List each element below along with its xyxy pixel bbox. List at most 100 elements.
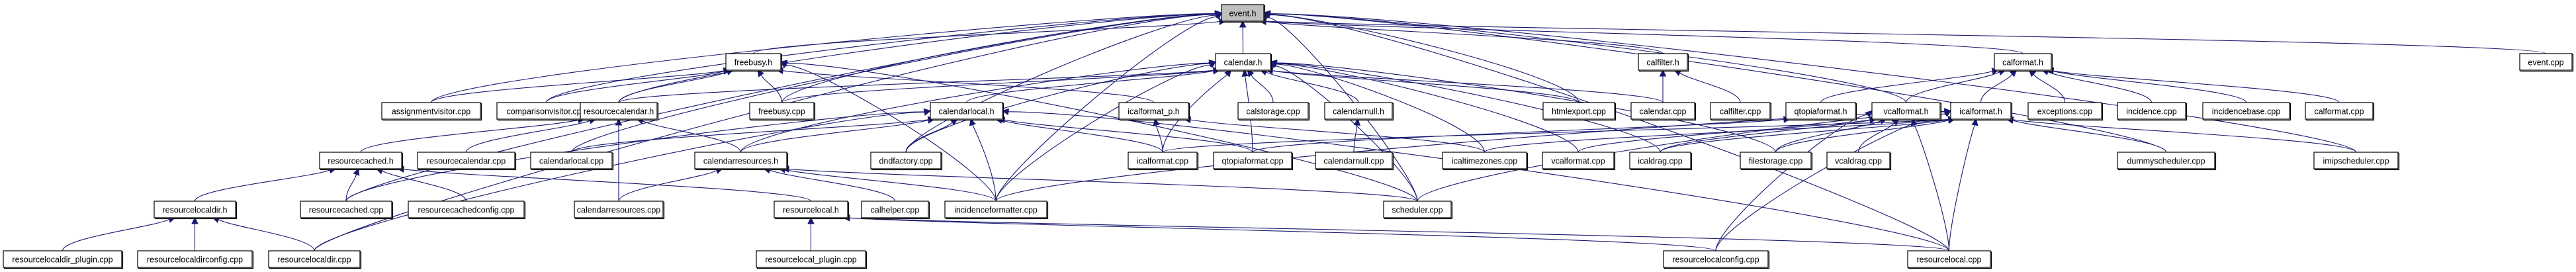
node-incidence-cpp[interactable]: incidence.cpp xyxy=(2117,102,2188,121)
node-imipscheduler-cpp[interactable]: imipscheduler.cpp xyxy=(2313,152,2400,171)
node-box[interactable] xyxy=(268,250,361,268)
node-box[interactable] xyxy=(417,152,515,169)
node-box[interactable] xyxy=(2117,152,2215,169)
node-resourcecalendar-cpp[interactable]: resourcecalendar.cpp xyxy=(417,152,517,171)
node-exceptions-cpp[interactable]: exceptions.cpp xyxy=(2027,102,2104,121)
node-box[interactable] xyxy=(1950,102,2012,120)
node-box[interactable] xyxy=(756,250,866,268)
node-freebusy-h[interactable]: freebusy.h xyxy=(725,53,783,72)
node-box[interactable] xyxy=(1215,53,1271,71)
node-freebusy-cpp[interactable]: freebusy.cpp xyxy=(749,102,816,121)
node-box[interactable] xyxy=(1871,102,1941,120)
node-vcalformat-cpp[interactable]: vcalformat.cpp xyxy=(1542,152,1616,171)
node-incidenceformatter-cpp[interactable]: incidenceformatter.cpp xyxy=(944,201,1049,220)
node-box[interactable] xyxy=(774,201,848,218)
node-resourcelocal-cpp[interactable]: resourcelocal.cpp xyxy=(1907,250,1992,269)
node-box[interactable] xyxy=(1383,201,1452,218)
node-box[interactable] xyxy=(1542,102,1615,120)
node-box[interactable] xyxy=(1629,152,1691,169)
root-node-event-h[interactable]: event.h xyxy=(1221,4,1266,23)
node-box[interactable] xyxy=(2313,152,2399,169)
node-box[interactable] xyxy=(319,152,402,169)
node-box[interactable] xyxy=(1237,102,1309,120)
node-vcalformat-h[interactable]: vcalformat.h xyxy=(1871,102,1942,121)
node-assignmentvisitor-cpp[interactable]: assignmentvisitor.cpp xyxy=(381,102,482,121)
node-box[interactable] xyxy=(870,152,942,169)
node-box[interactable] xyxy=(154,201,236,218)
node-box[interactable] xyxy=(1826,152,1890,169)
node-calendarnull-cpp[interactable]: calendarnull.cpp xyxy=(1315,152,1394,171)
node-box[interactable] xyxy=(1630,102,1695,120)
node-box[interactable] xyxy=(1740,152,1812,169)
node-box[interactable] xyxy=(1128,152,1198,169)
node-icaltimezones-cpp[interactable]: icaltimezones.cpp xyxy=(1442,152,1529,171)
node-resourcelocaldirconfig-cpp[interactable]: resourcelocaldirconfig.cpp xyxy=(137,250,254,269)
node-calhelper-cpp[interactable]: calhelper.cpp xyxy=(861,201,930,220)
node-icalformat-p-h[interactable]: icalformat_p.h xyxy=(1118,102,1190,121)
node-icalformat-cpp[interactable]: icalformat.cpp xyxy=(1128,152,1199,171)
node-box[interactable] xyxy=(749,102,815,120)
node-vcaldrag-cpp[interactable]: vcaldrag.cpp xyxy=(1826,152,1892,171)
node-qtopiaformat-cpp[interactable]: qtopiaformat.cpp xyxy=(1213,152,1294,171)
node-resourcelocaldir-h[interactable]: resourcelocaldir.h xyxy=(154,201,238,220)
node-calformat-h[interactable]: calformat.h xyxy=(1994,53,2053,72)
node-resourcecached-cpp[interactable]: resourcecached.cpp xyxy=(300,201,394,220)
node-resourcelocaldir-plugin-cpp[interactable]: resourcelocaldir_plugin.cpp xyxy=(3,250,124,269)
node-box[interactable] xyxy=(725,53,781,71)
node-resourcelocalconfig-cpp[interactable]: resourcelocalconfig.cpp xyxy=(1663,250,1770,269)
node-box[interactable] xyxy=(694,152,787,169)
node-box[interactable] xyxy=(1221,4,1265,22)
node-box[interactable] xyxy=(530,152,613,169)
node-calendarlocal-h[interactable]: calendarlocal.h xyxy=(930,102,1004,121)
node-resourcecached-h[interactable]: resourcecached.h xyxy=(319,152,404,171)
node-calendar-cpp[interactable]: calendar.cpp xyxy=(1630,102,1697,121)
node-box[interactable] xyxy=(2305,102,2374,120)
node-calendarnull-h[interactable]: calendarnull.h xyxy=(1324,102,1394,121)
node-box[interactable] xyxy=(1710,102,1771,120)
node-box[interactable] xyxy=(1907,250,1991,268)
node-box[interactable] xyxy=(930,102,1003,120)
node-calendar-h[interactable]: calendar.h xyxy=(1215,53,1272,72)
node-box[interactable] xyxy=(137,250,253,268)
node-htmlexport-cpp[interactable]: htmlexport.cpp xyxy=(1542,102,1617,121)
node-box[interactable] xyxy=(1785,102,1856,120)
node-box[interactable] xyxy=(1324,102,1393,120)
node-box[interactable] xyxy=(3,250,122,268)
node-resourcelocal-plugin-cpp[interactable]: resourcelocal_plugin.cpp xyxy=(756,250,867,269)
node-box[interactable] xyxy=(580,102,658,120)
node-dndfactory-cpp[interactable]: dndfactory.cpp xyxy=(870,152,943,171)
node-calendarresources-cpp[interactable]: calendarresources.cpp xyxy=(574,201,665,220)
node-filestorage-cpp[interactable]: filestorage.cpp xyxy=(1740,152,1813,171)
node-box[interactable] xyxy=(381,102,481,120)
node-calfilter-cpp[interactable]: calfilter.cpp xyxy=(1710,102,1772,121)
node-calstorage-cpp[interactable]: calstorage.cpp xyxy=(1237,102,1310,121)
node-box[interactable] xyxy=(408,201,525,218)
node-box[interactable] xyxy=(1542,152,1615,169)
node-box[interactable] xyxy=(1663,250,1769,268)
node-box[interactable] xyxy=(1994,53,2052,71)
node-resourcelocaldir-cpp[interactable]: resourcelocaldir.cpp xyxy=(268,250,362,269)
node-box[interactable] xyxy=(1442,152,1527,169)
node-resourcelocal-h[interactable]: resourcelocal.h xyxy=(774,201,850,220)
node-box[interactable] xyxy=(1213,152,1292,169)
node-calfilter-h[interactable]: calfilter.h xyxy=(1638,53,1689,72)
node-resourcecalendar-h[interactable]: resourcecalendar.h xyxy=(580,102,659,121)
node-icalformat-h[interactable]: icalformat.h xyxy=(1950,102,2013,121)
node-dummyscheduler-cpp[interactable]: dummyscheduler.cpp xyxy=(2117,152,2217,171)
node-scheduler-cpp[interactable]: scheduler.cpp xyxy=(1383,201,1453,220)
node-qtopiaformat-h[interactable]: qtopiaformat.h xyxy=(1785,102,1857,121)
node-event-cpp[interactable]: event.cpp xyxy=(2519,53,2574,72)
node-box[interactable] xyxy=(2027,102,2102,120)
node-box[interactable] xyxy=(300,201,392,218)
node-box[interactable] xyxy=(944,201,1047,218)
node-box[interactable] xyxy=(2117,102,2186,120)
node-icaldrag-cpp[interactable]: icaldrag.cpp xyxy=(1629,152,1693,171)
node-calformat-cpp[interactable]: calformat.cpp xyxy=(2305,102,2375,121)
node-box[interactable] xyxy=(2202,102,2290,120)
node-calendarresources-h[interactable]: calendarresources.h xyxy=(694,152,789,171)
node-box[interactable] xyxy=(574,201,664,218)
node-box[interactable] xyxy=(861,201,929,218)
node-resourcecachedconfig-cpp[interactable]: resourcecachedconfig.cpp xyxy=(408,201,526,220)
node-box[interactable] xyxy=(1118,102,1189,120)
node-calendarlocal-cpp[interactable]: calendarlocal.cpp xyxy=(530,152,614,171)
